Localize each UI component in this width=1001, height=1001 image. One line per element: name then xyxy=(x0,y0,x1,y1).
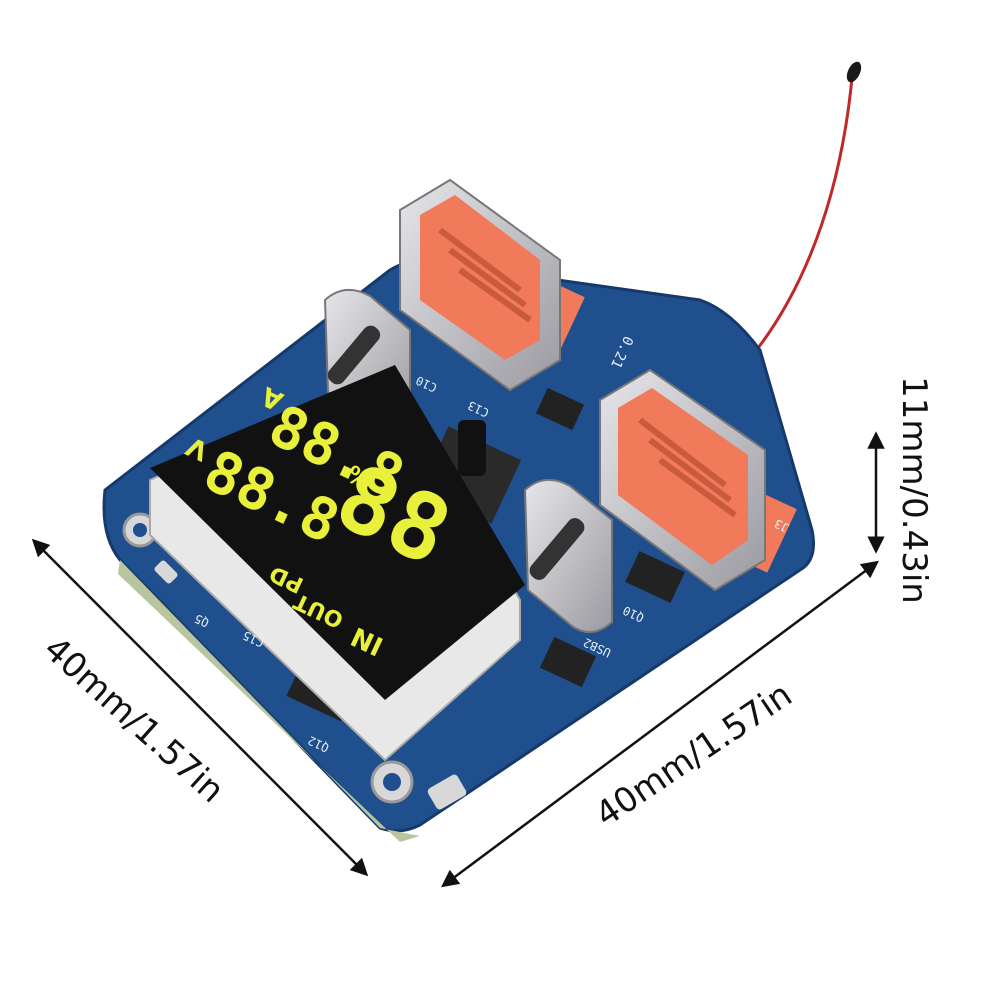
height-dimension-label: 11mm/0.43in xyxy=(893,376,934,604)
ic-chip xyxy=(535,387,585,431)
silkscreen-label: J3 xyxy=(772,516,791,535)
ic-chip xyxy=(539,636,597,688)
depth-dimension-arrow xyxy=(440,560,880,888)
led-display-module xyxy=(149,365,525,762)
ic-chip xyxy=(625,551,685,603)
silkscreen-label: Q5 xyxy=(192,611,211,630)
thermistor-bead-icon xyxy=(846,61,862,83)
width-dimension-arrow xyxy=(31,538,369,877)
usb-a-port-right xyxy=(599,368,797,592)
usb-c-port-bottom xyxy=(523,479,613,633)
usb-a-port-top xyxy=(399,178,585,392)
